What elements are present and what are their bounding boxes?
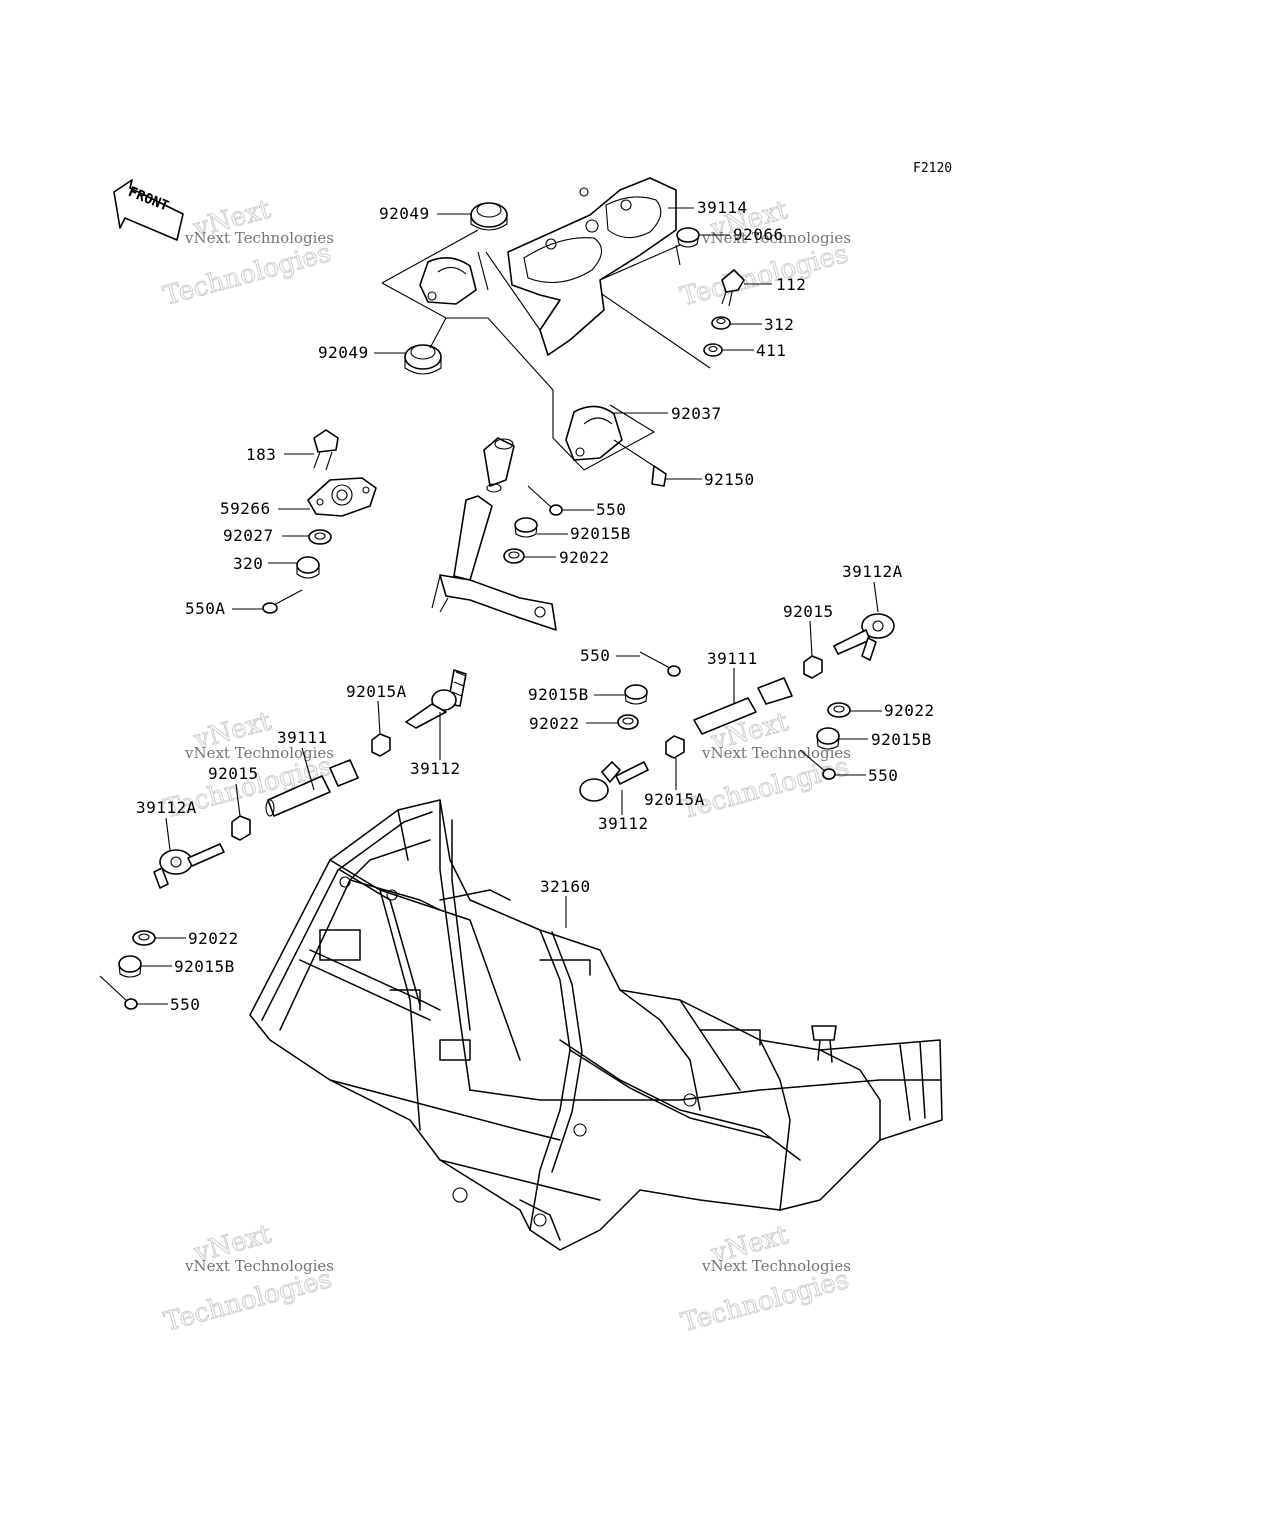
watermark-top-left: vNext Technologies vNext Technologies (160, 194, 335, 312)
label-320: 320 (233, 554, 263, 573)
label-92015A-right: 92015A (644, 790, 705, 809)
tie-rod-end-39112A-left (153, 843, 225, 889)
figure-code: F2120 (913, 161, 952, 176)
handlebar-holder-39114 (507, 177, 677, 356)
nut-92015B-upper (514, 517, 538, 538)
label-411: 411 (756, 341, 786, 360)
svg-text:vNext Technologies: vNext Technologies (184, 229, 334, 247)
label-550-mid: 550 (580, 646, 610, 665)
nut-92015B-mid (624, 684, 648, 705)
label-39111-left: 39111 (277, 728, 328, 747)
tie-rod-end-39112A-right (833, 613, 895, 661)
label-112: 112 (776, 275, 806, 294)
svg-text:Technologies: Technologies (678, 752, 852, 826)
holder-clamp-left (419, 257, 477, 305)
front-arrow-icon: FRONT (113, 179, 184, 241)
bolt-92150 (613, 439, 667, 487)
label-59266: 59266 (220, 499, 271, 518)
bolt-183 (313, 429, 339, 471)
washer-92022-right (827, 702, 851, 718)
exploded-guide-lines (381, 229, 711, 471)
washer-92027 (308, 529, 332, 545)
label-92027: 92027 (223, 526, 274, 545)
bushing-92049-bottom (404, 344, 442, 375)
label-550-right: 550 (868, 766, 898, 785)
label-183: 183 (246, 445, 276, 464)
label-92022-upper: 92022 (559, 548, 610, 567)
svg-text:vNext Technologies: vNext Technologies (184, 1257, 334, 1275)
pin-550-lower (99, 975, 138, 1010)
cap-92066 (676, 227, 700, 248)
bolt-112 (721, 269, 745, 307)
label-92049-bottom: 92049 (318, 343, 369, 362)
label-92037: 92037 (671, 404, 722, 423)
label-39112A-right: 39112A (842, 562, 903, 581)
svg-text:Technologies: Technologies (161, 1264, 335, 1338)
svg-text:Technologies: Technologies (678, 1265, 852, 1339)
label-32160: 32160 (540, 877, 591, 896)
label-92015B-lower: 92015B (174, 957, 235, 976)
svg-text:Technologies: Technologies (677, 239, 851, 313)
label-92015-left: 92015 (208, 764, 259, 783)
label-92022-lower: 92022 (188, 929, 239, 948)
tie-rod-end-39112-right (579, 761, 649, 802)
label-92150: 92150 (704, 470, 755, 489)
watermark-bottom-right: vNext Technologies vNext Technologies (678, 1220, 853, 1339)
pin-550-mid (639, 651, 681, 677)
label-39112-center: 39112 (410, 759, 461, 778)
label-92022-mid: 92022 (529, 714, 580, 733)
nut-320 (296, 556, 320, 579)
bearing-holder-59266 (307, 477, 377, 517)
label-92015B-upper: 92015B (570, 524, 631, 543)
label-92022-right: 92022 (884, 701, 935, 720)
nut-92015A-right (665, 735, 685, 759)
label-92049-top: 92049 (379, 204, 430, 223)
nut-92015B-right (816, 727, 840, 750)
tie-rod-end-39112-center (405, 669, 467, 729)
label-92066: 92066 (733, 225, 784, 244)
label-312: 312 (764, 315, 794, 334)
label-92015B-right: 92015B (871, 730, 932, 749)
main-frame-32160 (249, 799, 943, 1251)
label-550A: 550A (185, 599, 226, 618)
pin-550A (262, 589, 303, 614)
bushing-92049-top (470, 202, 508, 231)
clamp-92037 (565, 405, 623, 461)
nut-312 (711, 316, 731, 330)
nut-92015B-lower (118, 955, 142, 978)
nut-92015-right (803, 655, 823, 679)
washer-92022-upper (503, 548, 525, 564)
pin-550-upper (527, 485, 563, 516)
svg-text:vNext Technologies: vNext Technologies (701, 1257, 851, 1275)
washer-92022-lower (132, 930, 156, 946)
label-39114: 39114 (697, 198, 748, 217)
nut-92015-left (231, 815, 251, 841)
pin-550-right (799, 749, 836, 780)
label-550-upper: 550 (596, 500, 626, 519)
label-39112A-left: 39112A (136, 798, 197, 817)
label-92015A-left: 92015A (346, 682, 407, 701)
svg-text:vNext Technologies: vNext Technologies (701, 229, 851, 247)
nut-92015A-left (371, 733, 391, 757)
tie-rod-39111-right (693, 677, 793, 735)
label-92015B-mid: 92015B (528, 685, 589, 704)
label-550-lower: 550 (170, 995, 200, 1014)
svg-text:Technologies: Technologies (160, 238, 334, 312)
washer-92022-mid (617, 714, 639, 730)
label-39111-right: 39111 (707, 649, 758, 668)
label-92015-right: 92015 (783, 602, 834, 621)
leader-lines (137, 207, 882, 1005)
watermark-bottom-left: vNext Technologies vNext Technologies (160, 1219, 335, 1338)
tie-rod-39111-left (265, 759, 359, 817)
svg-text:vNext Technologies: vNext Technologies (184, 744, 334, 762)
label-39112-right: 39112 (598, 814, 649, 833)
washer-411 (703, 343, 723, 357)
svg-text:vNext Technologies: vNext Technologies (701, 744, 851, 762)
steering-shaft (431, 437, 557, 631)
